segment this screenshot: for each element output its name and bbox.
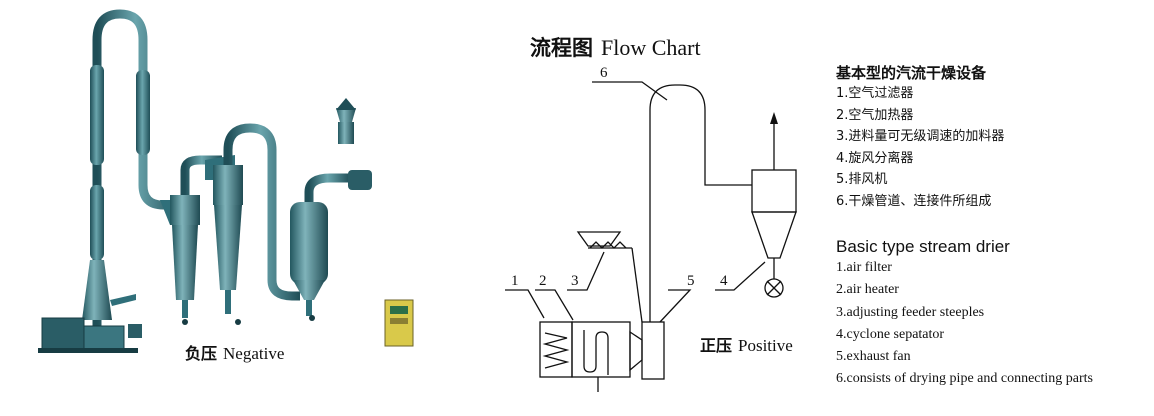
legend-item: 4.旋风分离器 (836, 150, 914, 166)
flow-chart-title: 流程图 Flow Chart (530, 32, 701, 62)
legend-item: 5.排风机 (836, 172, 888, 187)
legend-chinese: 基本型的汽流干燥设备 1.空气过滤器 2.空气加热器 3.进料量可无级调速的加料器 4… (836, 62, 1146, 212)
legend-item: 5.exhaust fan (836, 349, 911, 365)
cyclone-cone (751, 211, 797, 259)
heater-coil-icon (583, 330, 609, 375)
label-6: 6 (600, 65, 608, 81)
negative-caption: 负压 Negative (185, 340, 284, 364)
exhaust-fan-box (641, 321, 665, 380)
negative-caption-en: Negative (223, 344, 285, 363)
positive-caption-en: Positive (738, 336, 793, 355)
positive-caption-zh: 正压 (700, 336, 733, 355)
legend-english-list: 1.air filter 2.air heater 3.adjusting feed… (836, 257, 1148, 391)
legend-item: 1.空气过滤器 (836, 86, 914, 101)
label-6-leader (592, 81, 668, 101)
legend-item: 3.adjusting feeder steeples (836, 304, 985, 320)
heater-unit (38, 294, 142, 353)
cyclone-box (751, 169, 797, 213)
cyclone-two (205, 123, 300, 325)
legend-chinese-heading: 基本型的汽流干燥设备 (836, 64, 987, 82)
legend-item: 4.cyclone sepatator (836, 326, 945, 342)
negative-caption-zh: 负压 (185, 344, 218, 363)
filter-zigzag-icon (542, 332, 570, 369)
legend-chinese-list: 1.空气过滤器 2.空气加热器 3.进料量可无级调速的加料器 4.旋风分离器 5.排风机… (836, 83, 1146, 212)
label-1: 1 (511, 273, 519, 289)
label-2: 2 (539, 273, 547, 289)
cyclone-one (160, 155, 222, 325)
legend-item: 1.air filter (836, 260, 892, 275)
feeder-hopper (576, 231, 622, 247)
legend-item: 6.consists of drying pipe and connecting… (836, 371, 1094, 387)
cyclone-three (290, 98, 372, 321)
drying-pipe-line (649, 84, 752, 322)
legend-item: 2.空气加热器 (836, 107, 914, 123)
label-3: 3 (571, 273, 579, 289)
arrow-up-icon (770, 112, 778, 124)
heater-box (571, 321, 631, 378)
legend-english: Basic type stream drier 1.air filter 2.ai… (836, 237, 1148, 391)
drying-pipe (82, 9, 182, 330)
legend-item: 3.进料量可无级调速的加料器 (836, 129, 1005, 144)
flow-chart-title-zh: 流程图 (530, 36, 593, 60)
label-4: 4 (720, 273, 728, 289)
legend-item: 6.干燥管道、连接件所组成 (836, 193, 992, 209)
label-5: 5 (687, 273, 695, 289)
positive-caption: 正压 Positive (700, 332, 793, 356)
flow-chart-title-en: Flow Chart (601, 35, 701, 60)
control-panel (384, 299, 414, 347)
feeder-screw-icon (589, 241, 627, 249)
legend-item: 2.air heater (836, 282, 899, 298)
legend-english-heading: Basic type stream drier (836, 237, 1010, 256)
